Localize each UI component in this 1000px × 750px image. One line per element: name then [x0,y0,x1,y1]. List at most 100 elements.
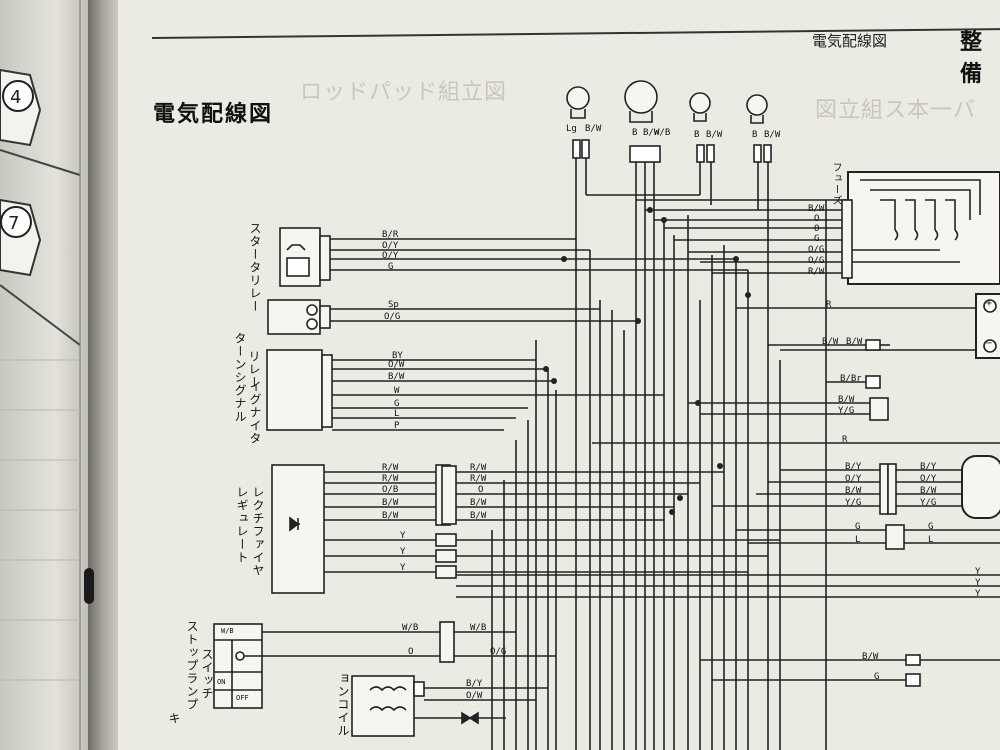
wire-label: B/W [470,511,487,521]
svg-text:7: 7 [8,213,19,234]
wire-label: Y [975,578,981,588]
wire-label: B/Y [920,462,937,472]
wire-label: W/B [402,623,419,633]
page-title: 電気配線図 [153,102,274,127]
regulator-label-2: レクチファイヤ [251,486,265,577]
turn-signal-label-2: リレー [247,350,261,389]
wire-label: O/Y [382,241,399,251]
stop-switch-label-2: スイッチ [200,648,214,700]
wire-label: G [928,522,934,532]
switch-header: W/B [221,627,234,635]
wire-label: Y/G [920,498,937,508]
wire-label: Y [975,589,981,599]
wire-label: O [408,647,414,657]
right-page [118,0,1000,750]
wire-label: B/W [822,337,839,347]
wire-label: G [855,522,861,532]
ghost-text-top: ロッドパッド組立図 [300,80,508,105]
wire-label: B/W [643,128,660,138]
wire-label: B/W [388,372,405,382]
wire-label: O/G [384,312,401,322]
wire-label: R/W [470,463,487,473]
wire-label: B [694,130,700,140]
wire-label: O/Y [920,474,937,484]
switch-off: OFF [236,694,249,702]
wire-label: R/W [808,267,825,277]
wire-label: B/W [585,124,602,134]
wire-label: L [928,535,934,545]
wire-label: O/G [490,647,507,657]
wire-label: W/B [470,623,487,633]
wire-label: B/W [838,395,855,405]
wire-label: O/G [808,256,825,266]
wire-label: G [388,262,394,272]
fuse-label: フューズ [830,162,841,206]
wire-label: R/W [382,463,399,473]
wire-label: O/Y [382,251,399,261]
binding-hole [84,568,94,604]
wire-label: L [855,535,861,545]
wire-label: B [752,130,758,140]
brake-label: キ [167,712,181,725]
battery-plus: + [986,298,993,309]
wire-label: B [632,128,638,138]
wire-label: O [814,224,820,234]
wire-label: B/Br [840,374,862,384]
ignition-coil-label: ョンコイル [336,672,350,737]
svg-text:4: 4 [10,87,21,108]
wire-label: B/Y [845,462,862,472]
wire-label: G [814,234,820,244]
regulator-label-1: レギュレート [235,486,249,564]
left-page-drawing: 4 7 [0,0,81,750]
wire-label: R/W [382,474,399,484]
bulb-3 [689,92,715,163]
wire-label: R [826,300,832,310]
wire-label: O/W [466,691,483,701]
wire-label: Y [400,547,406,557]
wire-label: G [874,672,880,682]
bulb-2 [624,80,661,163]
wire-label: B/W [764,130,781,140]
wire-label: O/B [382,485,399,495]
wire-label: B/W [808,204,825,214]
wire-label: B/W [382,498,399,508]
battery-minus: − [986,338,993,349]
wire-label: Y/G [838,406,855,416]
wire-label: G [394,399,400,409]
starter-relay-label: スタータリレー [248,222,262,313]
wire-label: B/W [862,652,879,662]
wire-label: Y [975,567,981,577]
wire-label: O/Y [845,474,862,484]
wire-label: BY [392,351,403,361]
wire-label: W [394,386,400,396]
wire-label: B/W [382,511,399,521]
wire-label: B/W [920,486,937,496]
igniter-label: イグナイタ [248,380,262,445]
wire-label: O [814,214,820,224]
wire-label: B/W [706,130,723,140]
left-page: 4 7 [0,0,92,750]
wire-label: Y [400,531,406,541]
wire-label: Y/G [845,498,862,508]
wire-label: O/W [388,360,405,370]
wire-label: B/W [845,486,862,496]
wire-label: Sp [388,300,399,310]
bulb-1 [566,86,590,159]
wire-label: R [842,435,848,445]
header-section-label: 電気配線図 [812,32,888,50]
wire-label: Y [400,563,406,573]
wire-label: B/W [470,498,487,508]
wire-label: O [478,485,484,495]
ghost-text-right: 図立組ス本一バ [815,98,977,123]
wire-label: B/W [846,337,863,347]
stop-switch-label-1: ストップランプ [185,620,199,711]
wire-label: R/W [470,474,487,484]
turn-signal-label-1: ターンシグナル [233,332,247,423]
wire-label: Lg [566,124,577,134]
bulb-4 [746,94,772,163]
header-section-title: 整備 [960,30,983,87]
wire-label: P [394,421,400,431]
wire-label: B/R [382,230,399,240]
wire-label: L [394,409,400,419]
